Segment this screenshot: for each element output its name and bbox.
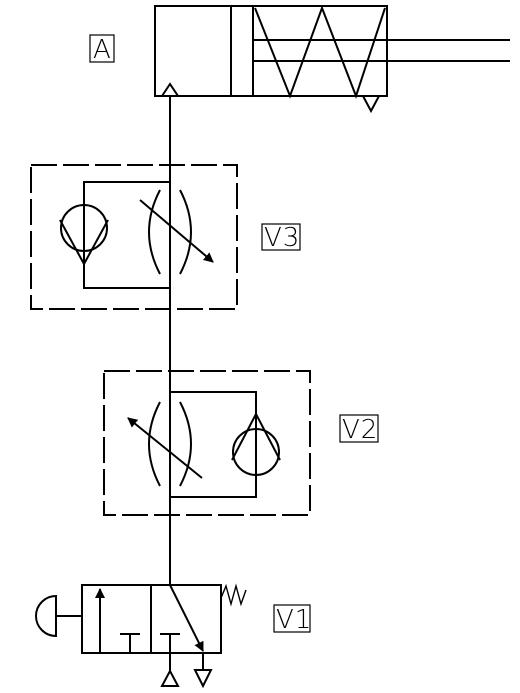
v3-throttle-left [148,189,161,275]
v1-right-flow-arrow [169,584,204,652]
label-box-a [89,34,115,63]
v3-housing [30,164,238,310]
cylinder-piston [230,5,254,97]
valve-v2: V2 [103,370,379,516]
valve-v3-label: V3 [264,223,300,253]
v3-check-ball [60,204,108,252]
v2-check-seat [231,411,281,461]
label-box-v2 [339,414,379,443]
v1-exhaust-port-triangle [193,669,213,689]
cylinder-port-triangle [160,82,180,97]
valve-v3: V3 [30,164,301,310]
label-box-v3 [261,223,301,251]
return-spring [254,5,386,99]
v2-check-ball [232,428,280,476]
cylinder-a: A [89,5,510,114]
valve-v2-label: V2 [342,415,378,445]
v2-throttle-right [179,401,192,487]
label-box-v1 [273,604,311,633]
v2-adjust-arrow [127,417,203,479]
v3-adjust-arrow [139,199,214,263]
v2-housing [103,370,311,516]
cylinder-label: A [93,35,112,65]
cylinder-exhaust-triangle [362,95,380,114]
v2-throttle-left [148,401,161,487]
valve-v1-label: V1 [276,605,312,635]
valve-v1: V1 [35,583,312,689]
v1-pushbutton [35,594,57,638]
cylinder-barrel [154,5,388,97]
v3-throttle-right [179,189,192,275]
v3-bypass-line [83,181,170,289]
v2-bypass-line [170,391,257,498]
v3-check-seat [59,219,109,267]
v1-return-spring [220,583,247,607]
v1-supply-port-triangle [160,668,180,687]
